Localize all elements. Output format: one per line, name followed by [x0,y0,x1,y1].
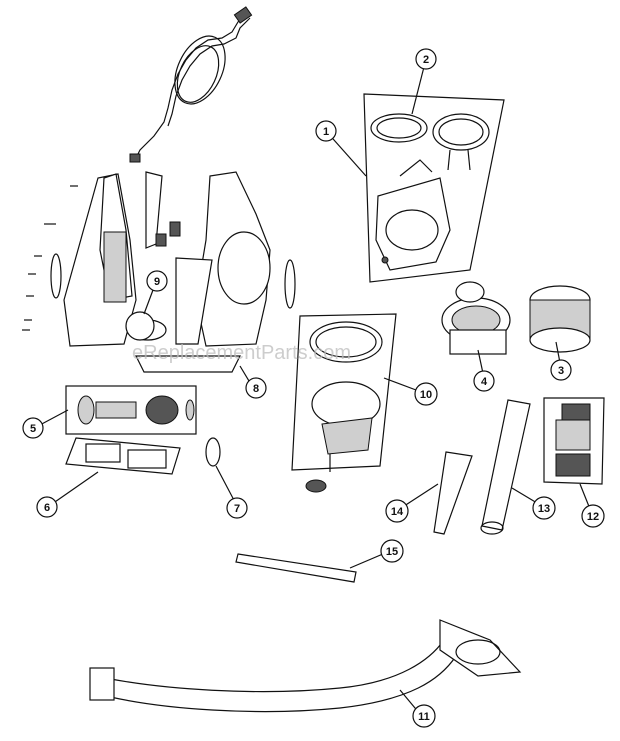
base-plate [65,437,181,475]
watermark-text: eReplacementParts.com [132,342,351,364]
callout-11-label: 11 [418,711,430,723]
callout-1-label: 1 [323,126,329,138]
callout-8-label: 8 [253,383,259,395]
cyclone-separator [441,281,511,355]
callout-9: 9 [146,270,168,292]
dust-cup-panel [363,93,505,283]
power-cord [129,6,253,163]
filter-panel [291,313,397,493]
callout-7: 7 [226,497,248,519]
callout-3: 3 [550,359,572,381]
pleated-filter [529,285,591,353]
filter-panel-12 [543,397,605,485]
callout-15-label: 15 [386,546,398,558]
extension-wand [480,399,531,535]
brushroll-panel [65,385,197,435]
bumper-disc [125,311,155,341]
callout-4-label: 4 [481,376,488,388]
callout-13-label: 13 [538,503,550,515]
hose [89,619,522,713]
callout-5: 5 [22,417,44,439]
callout-15: 15 [380,539,404,563]
callout-10-label: 10 [420,389,432,401]
callout-6-label: 6 [44,502,50,514]
callout-3-label: 3 [558,365,564,377]
callout-13: 13 [532,496,556,520]
callout-7-label: 7 [234,503,240,515]
callout-12-label: 12 [587,511,599,523]
callout-5-label: 5 [30,423,36,435]
callout-8: 8 [245,377,267,399]
callout-10: 10 [414,382,438,406]
wand-tube [235,553,357,583]
callout-2-label: 2 [423,54,429,66]
callout-12: 12 [581,504,605,528]
callout-14-label: 14 [391,506,404,518]
callout-1: 1 [315,120,337,142]
callout-6: 6 [36,496,58,518]
callout-14: 14 [385,499,409,523]
crevice-tool [433,451,473,535]
callout-2: 2 [415,48,437,70]
callout-11: 11 [412,704,436,728]
drive-belt [205,437,221,467]
callout-9-label: 9 [154,276,160,288]
vacuum-body-assembly [22,171,296,373]
callout-4: 4 [473,370,495,392]
